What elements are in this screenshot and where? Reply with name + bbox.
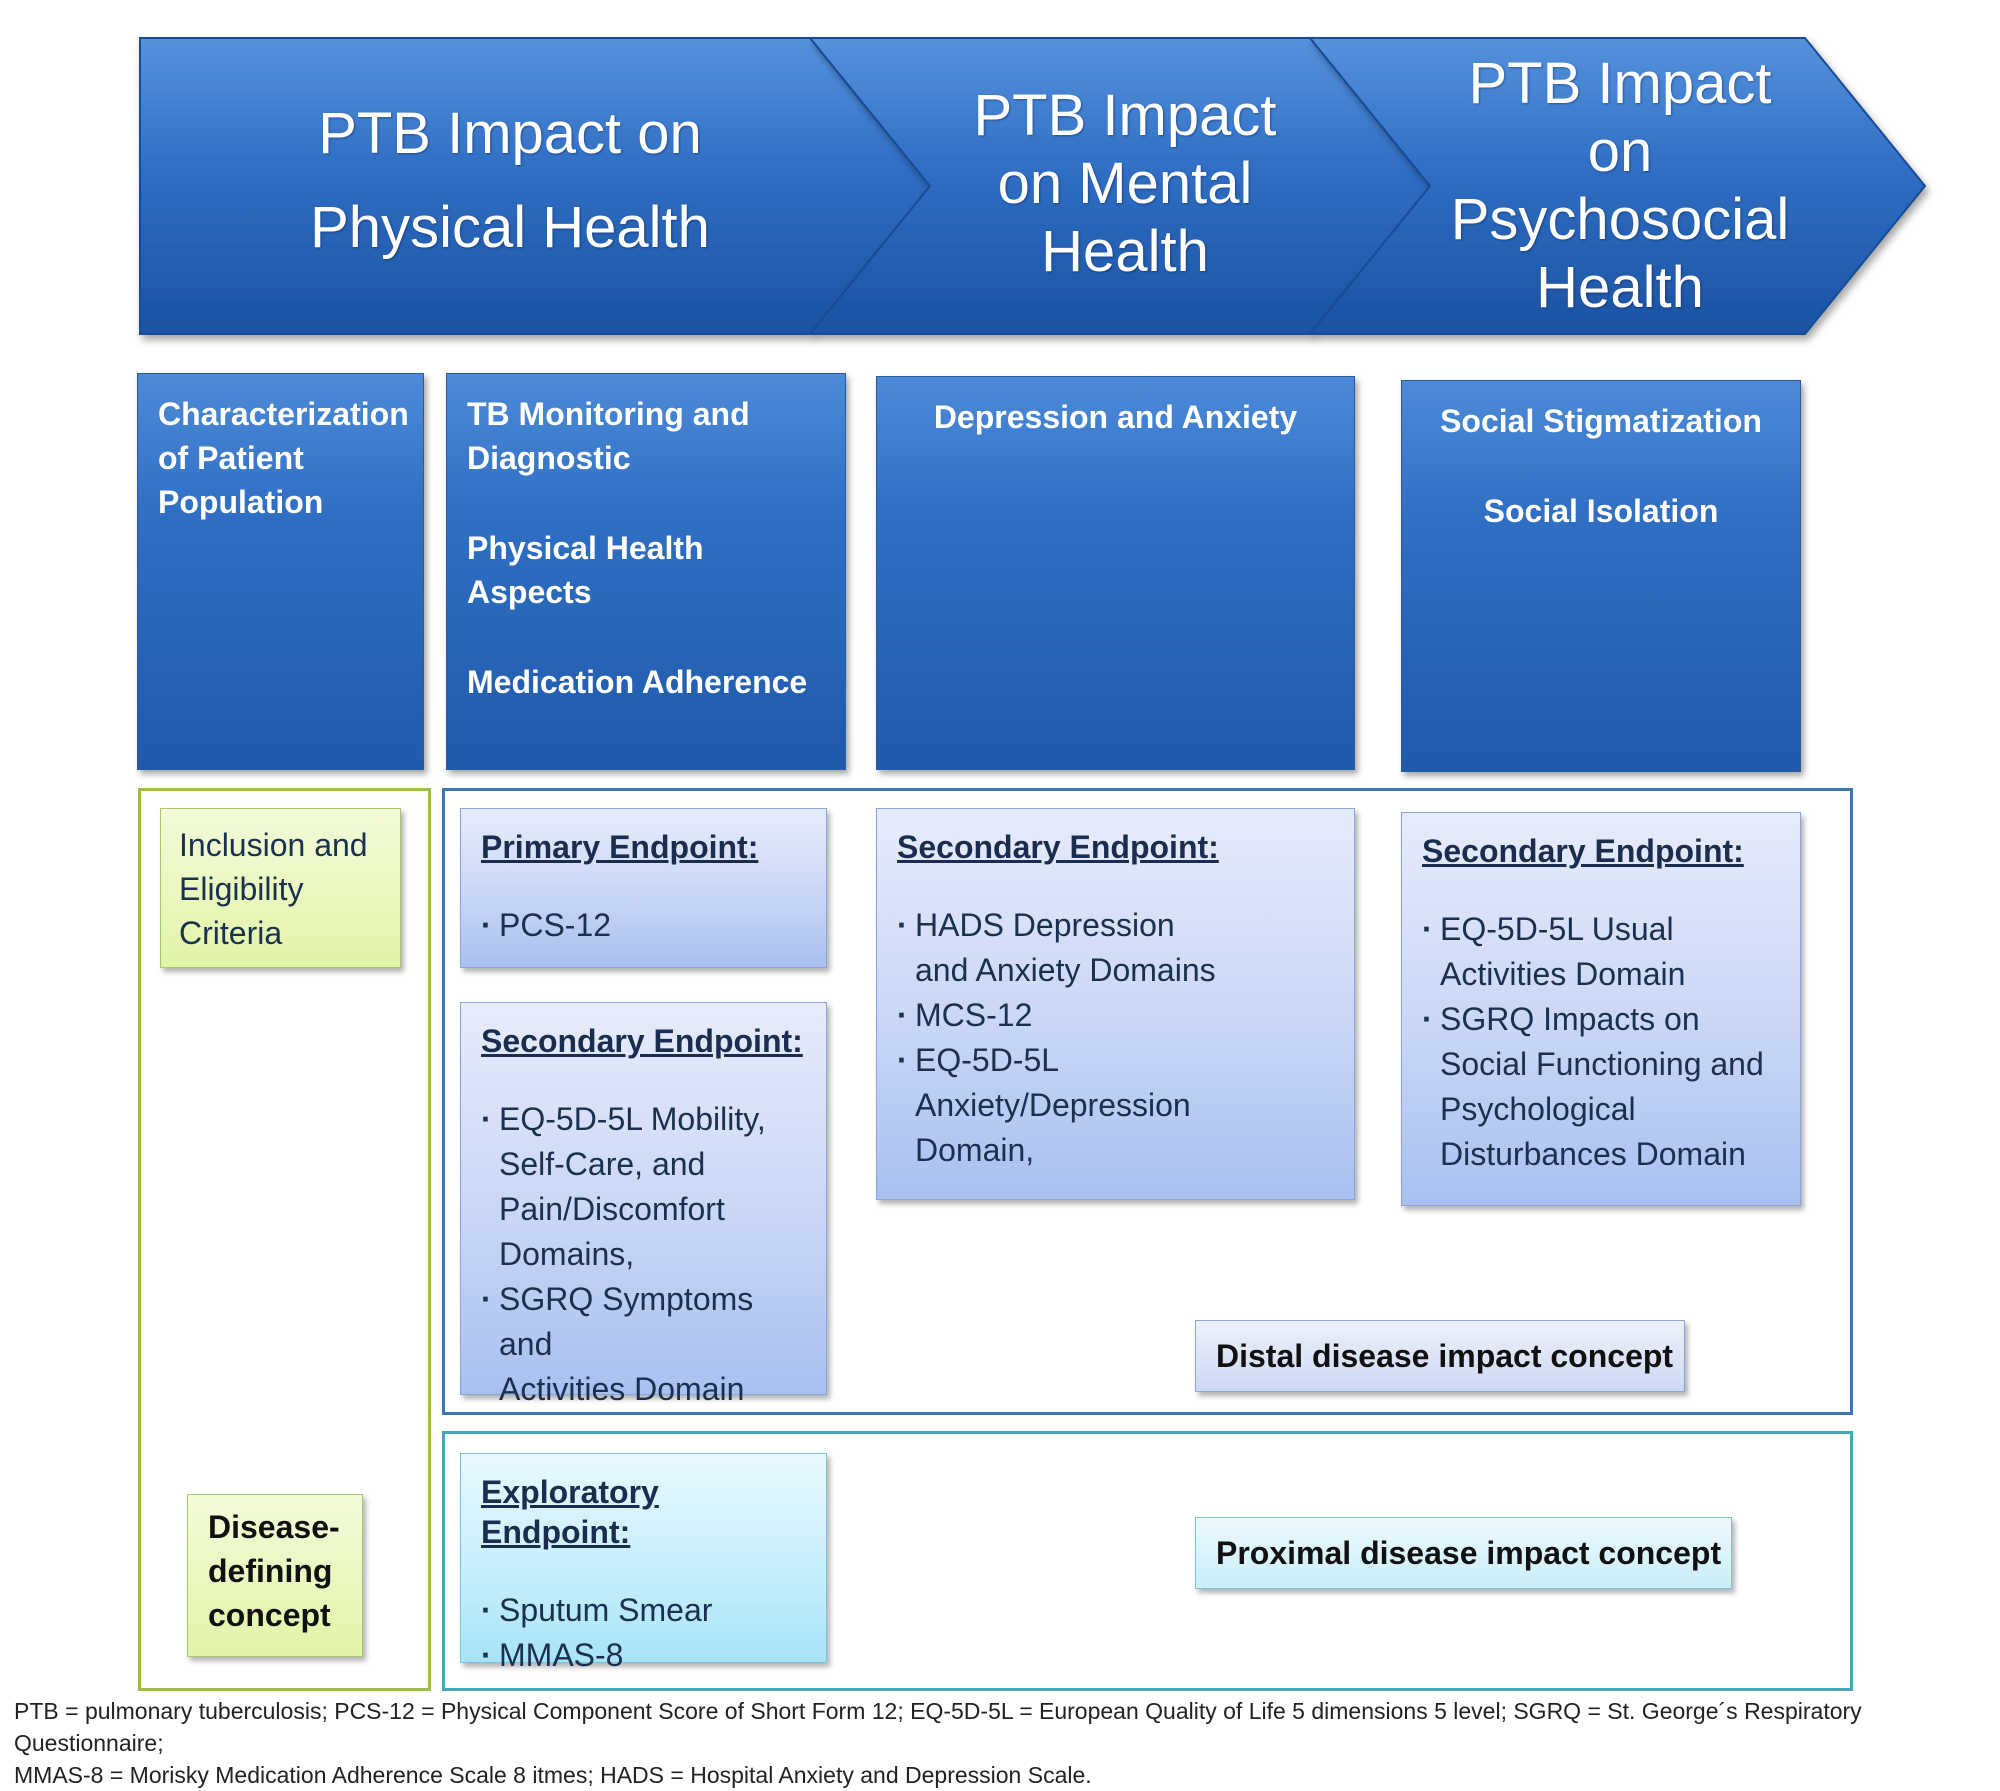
- chevron-title-line: PTB Impact: [1468, 51, 1772, 116]
- topic-line: Characterization: [158, 396, 409, 432]
- endpoint-list: EQ-5D-5L Mobility, Self-Care, and Pain/D…: [481, 1097, 806, 1412]
- endpoint-item-line: Activities Domain: [499, 1371, 745, 1407]
- endpoint-item-line: Social Functioning and: [1440, 1046, 1764, 1082]
- chevron-psychosocial: [1307, 37, 1927, 335]
- endpoint-item: HADS Depression and Anxiety Domains: [897, 903, 1334, 993]
- chevron-title-line: Health: [1041, 219, 1209, 284]
- endpoint-heading: Primary Endpoint:: [481, 829, 759, 865]
- chevron-title-psychosocial: PTB Impact on Psychosocial Health: [1430, 50, 1810, 322]
- topic-mental: Depression and Anxiety: [876, 376, 1355, 770]
- footnote: PTB = pulmonary tuberculosis; PCS-12 = P…: [14, 1695, 1989, 1791]
- chevron-title-line: Health: [1536, 255, 1704, 320]
- disease-defining-line: concept: [208, 1597, 331, 1633]
- endpoint-item: EQ-5D-5L Usual Activities Domain: [1422, 907, 1780, 997]
- disease-defining-concept-box: Disease- defining concept: [187, 1494, 363, 1657]
- chevron-title-physical: PTB Impact on Physical Health: [220, 100, 800, 262]
- topic-physical: TB Monitoring and Diagnostic Physical He…: [446, 373, 846, 770]
- endpoint-item: SGRQ Symptoms and Activities Domain: [481, 1277, 806, 1412]
- endpoint-item-line: Disturbances Domain: [1440, 1136, 1746, 1172]
- inclusion-line: Criteria: [179, 915, 283, 951]
- endpoint-item: EQ-5D-5L Anxiety/Depression Domain,: [897, 1038, 1334, 1173]
- topic-line: Social Isolation: [1483, 493, 1719, 529]
- endpoint-item-line: EQ-5D-5L Mobility,: [499, 1101, 766, 1137]
- chevron-title-line: PTB Impact: [973, 83, 1277, 148]
- topic-line: Physical Health Aspects: [467, 530, 704, 610]
- chevron-title-mental: PTB Impact on Mental Health: [930, 82, 1320, 286]
- topic-line: Population: [158, 484, 324, 520]
- endpoint-list: Sputum Smear MMAS-8: [481, 1588, 806, 1678]
- topic-line: Diagnostic: [467, 440, 631, 476]
- distal-concept-frame: [442, 788, 1853, 1415]
- chevron-banner: [139, 37, 1927, 335]
- endpoint-item-line: EQ-5D-5L Anxiety/Depression: [915, 1042, 1191, 1123]
- primary-endpoint-box: Primary Endpoint: PCS-12: [460, 808, 827, 968]
- secondary-endpoint-mental-box: Secondary Endpoint: HADS Depression and …: [876, 808, 1355, 1200]
- endpoint-heading: Secondary Endpoint:: [481, 1023, 803, 1059]
- exploratory-endpoint-box: Exploratory Endpoint: Sputum Smear MMAS-…: [460, 1453, 827, 1678]
- endpoint-list: EQ-5D-5L Usual Activities Domain SGRQ Im…: [1422, 907, 1780, 1177]
- chevron-title-line: PTB Impact on: [318, 101, 702, 166]
- secondary-endpoint-psychosocial-box: Secondary Endpoint: EQ-5D-5L Usual Activ…: [1401, 812, 1801, 1206]
- chevron-title-line: on Mental: [997, 151, 1253, 216]
- endpoint-heading: Secondary Endpoint:: [897, 829, 1219, 865]
- topic-line: of Patient: [158, 440, 304, 476]
- endpoint-item: MMAS-8: [481, 1633, 806, 1678]
- chevron-title-line: Physical Health: [310, 195, 710, 260]
- disease-defining-line: defining: [208, 1553, 333, 1589]
- footnote-line: MMAS-8 = Morisky Medication Adherence Sc…: [14, 1762, 1092, 1788]
- secondary-endpoint-physical-box: Secondary Endpoint: EQ-5D-5L Mobility, S…: [460, 1002, 827, 1407]
- distal-concept-label: Distal disease impact concept: [1195, 1320, 1685, 1392]
- topic-line: Depression and Anxiety: [933, 399, 1298, 435]
- endpoint-item: SGRQ Impacts on Social Functioning and P…: [1422, 997, 1780, 1177]
- topic-line: Social Stigmatization: [1440, 403, 1762, 439]
- topic-line: TB Monitoring and: [467, 396, 750, 432]
- topic-psychosocial: Social Stigmatization Social Isolation: [1401, 380, 1801, 772]
- chevron-title-line: Psychosocial: [1450, 187, 1790, 252]
- endpoint-item-line: SGRQ Impacts on: [1440, 1001, 1700, 1037]
- endpoint-heading: Secondary Endpoint:: [1422, 833, 1744, 869]
- endpoint-item-line: Self-Care, and: [499, 1146, 706, 1182]
- endpoint-item-line: Domains,: [499, 1236, 635, 1272]
- endpoint-item-line: Psychological: [1440, 1091, 1636, 1127]
- topic-population: Characterization of Patient Population: [137, 373, 424, 770]
- inclusion-line: Eligibility: [179, 871, 304, 907]
- proximal-concept-frame: [442, 1431, 1853, 1691]
- topic-line: Medication Adherence: [467, 664, 808, 700]
- endpoint-item-line: EQ-5D-5L Usual: [1440, 911, 1674, 947]
- endpoint-item-line: Pain/Discomfort: [499, 1191, 725, 1227]
- endpoint-item: MCS-12: [897, 993, 1334, 1038]
- chevron-title-line: on: [1587, 119, 1653, 184]
- disease-defining-line: Disease-: [208, 1509, 340, 1545]
- inclusion-line: Inclusion and: [179, 827, 368, 863]
- endpoint-item: Sputum Smear: [481, 1588, 806, 1633]
- inclusion-criteria-box: Inclusion and Eligibility Criteria: [160, 808, 401, 968]
- endpoint-item: PCS-12: [481, 903, 806, 948]
- endpoint-item-line: Activities Domain: [1440, 956, 1686, 992]
- population-frame: [138, 788, 431, 1691]
- endpoint-item-line: Domain,: [915, 1132, 1035, 1168]
- endpoint-item-line: SGRQ Symptoms and: [499, 1281, 754, 1362]
- proximal-concept-label: Proximal disease impact concept: [1195, 1517, 1732, 1589]
- endpoint-list: HADS Depression and Anxiety Domains MCS-…: [897, 903, 1334, 1173]
- endpoint-item-line: and Anxiety Domains: [915, 952, 1216, 988]
- endpoint-list: PCS-12: [481, 903, 806, 948]
- footnote-line: PTB = pulmonary tuberculosis; PCS-12 = P…: [14, 1698, 1862, 1756]
- endpoint-item-line: HADS Depression: [915, 907, 1175, 943]
- endpoint-heading: Exploratory Endpoint:: [481, 1474, 659, 1550]
- endpoint-item: EQ-5D-5L Mobility, Self-Care, and Pain/D…: [481, 1097, 806, 1277]
- endpoint-item-line: MCS-12: [915, 997, 1033, 1033]
